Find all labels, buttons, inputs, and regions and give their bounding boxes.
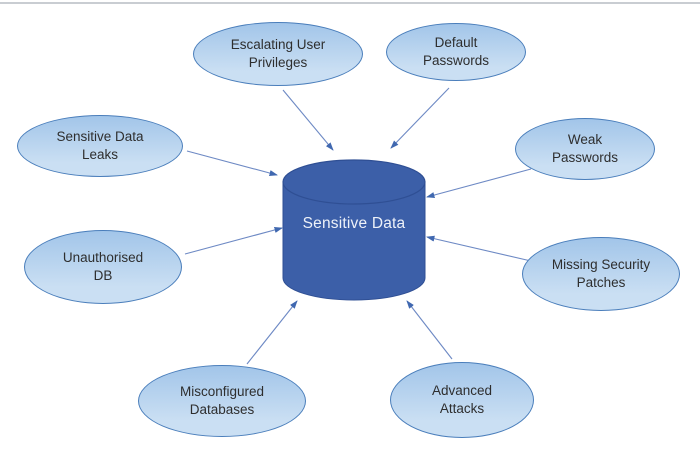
node-advanced-attacks: Advanced Attacks bbox=[390, 362, 534, 438]
node-label: Advanced Attacks bbox=[431, 383, 493, 416]
node-label: Misconfigured Databases bbox=[179, 384, 265, 417]
node-label: Weak Passwords bbox=[551, 132, 619, 165]
node-escalating-user-privileges: Escalating User Privileges bbox=[193, 22, 363, 86]
node-sensitive-data-leaks: Sensitive Data Leaks bbox=[17, 115, 183, 177]
arrow-misconfigured-databases bbox=[246, 300, 298, 365]
node-label: Escalating User Privileges bbox=[230, 37, 326, 70]
node-label: Default Passwords bbox=[422, 35, 490, 68]
top-divider bbox=[0, 2, 700, 4]
arrow-escalating-user-privileges bbox=[282, 89, 334, 151]
node-label: Sensitive Data Leaks bbox=[56, 129, 144, 162]
node-label: Unauthorised DB bbox=[62, 250, 144, 283]
database-label: Sensitive Data bbox=[302, 215, 406, 232]
node-default-passwords: Default Passwords bbox=[386, 23, 526, 81]
arrow-advanced-attacks bbox=[406, 300, 453, 360]
arrow-missing-security-patches bbox=[426, 235, 532, 262]
arrow-default-passwords bbox=[390, 87, 450, 149]
database-cylinder-icon bbox=[282, 159, 426, 301]
node-label: Missing Security Patches bbox=[551, 257, 651, 290]
node-weak-passwords: Weak Passwords bbox=[515, 118, 655, 180]
arrow-unauthorised-db bbox=[184, 227, 283, 255]
node-unauthorised-db: Unauthorised DB bbox=[24, 230, 182, 304]
arrow-weak-passwords bbox=[426, 168, 532, 198]
arrow-sensitive-data-leaks bbox=[186, 150, 278, 176]
node-missing-security-patches: Missing Security Patches bbox=[522, 237, 680, 311]
arrows-group bbox=[184, 87, 532, 365]
node-misconfigured-databases: Misconfigured Databases bbox=[138, 365, 306, 437]
